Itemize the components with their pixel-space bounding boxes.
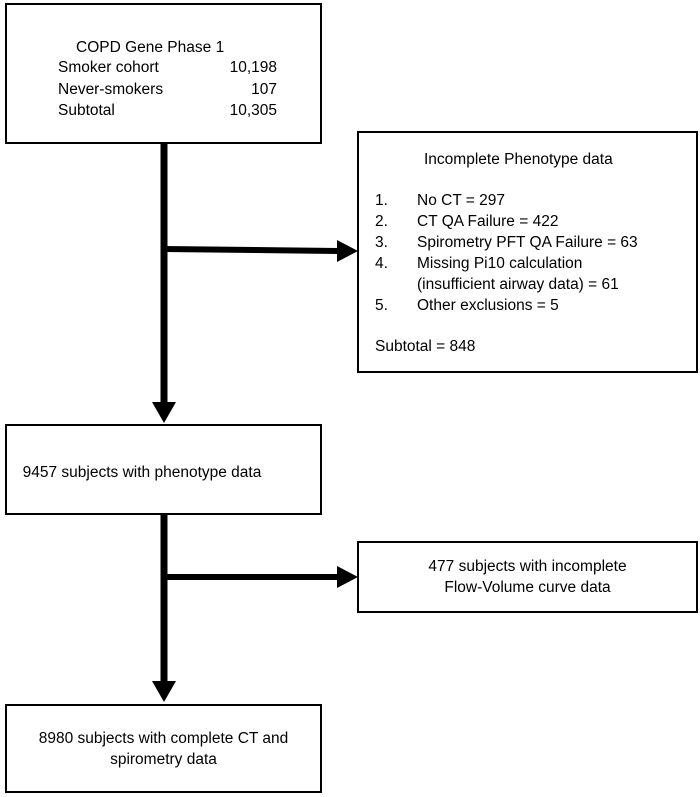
arrowhead-box2 [337,240,358,262]
item-4-text-cont: (insufficient airway data) = 61 [417,276,619,293]
incomplete-subtotal: Subtotal = 848 [375,338,476,355]
item-5-num: 5. [375,297,388,314]
arrow-to-box2 [163,246,339,254]
item-5-text: Other exclusions = 5 [417,297,559,314]
arrowhead-box4 [337,566,358,588]
complete-data-line2: spirometry data [110,751,217,768]
smoker-cohort-value: 10,198 [229,59,277,76]
never-smokers-value: 107 [251,81,277,98]
smoker-cohort-label: Smoker cohort [58,59,159,76]
item-1-text: No CT = 297 [417,192,506,209]
phenotype-data-box: 9457 subjects with phenotype data [5,424,322,515]
incomplete-phenotype-title: Incomplete Phenotype data [424,151,613,168]
complete-data-line1: 8980 subjects with complete CT and [38,730,289,747]
item-2-text: CT QA Failure = 422 [417,213,559,230]
never-smokers-label: Never-smokers [58,81,164,98]
item-3-num: 3. [375,234,388,251]
flow-volume-line1: 477 subjects with incomplete [428,558,627,575]
arrowhead-box5 [152,681,176,702]
arrowhead-box3 [152,402,176,423]
cohort-box: COPD Gene Phase 1 Smoker cohort 10,198 N… [5,3,322,144]
incomplete-phenotype-box: Incomplete Phenotype data 1. No CT = 297… [357,131,698,373]
subtotal-label: Subtotal [58,102,115,119]
item-3-text: Spirometry PFT QA Failure = 63 [417,234,638,251]
cohort-title: COPD Gene Phase 1 [76,39,225,56]
flow-volume-line2: Flow-Volume curve data [444,579,611,596]
item-1-num: 1. [375,192,388,209]
item-4-num: 4. [375,255,388,272]
subtotal-value: 10,305 [229,102,277,119]
item-4-text: Missing Pi10 calculation [417,255,583,272]
incomplete-flow-volume-box: 477 subjects with incomplete Flow-Volume… [357,541,698,613]
complete-data-box: 8980 subjects with complete CT and spiro… [5,704,322,793]
phenotype-data-text: 9457 subjects with phenotype data [22,464,262,481]
item-2-num: 2. [375,213,388,230]
